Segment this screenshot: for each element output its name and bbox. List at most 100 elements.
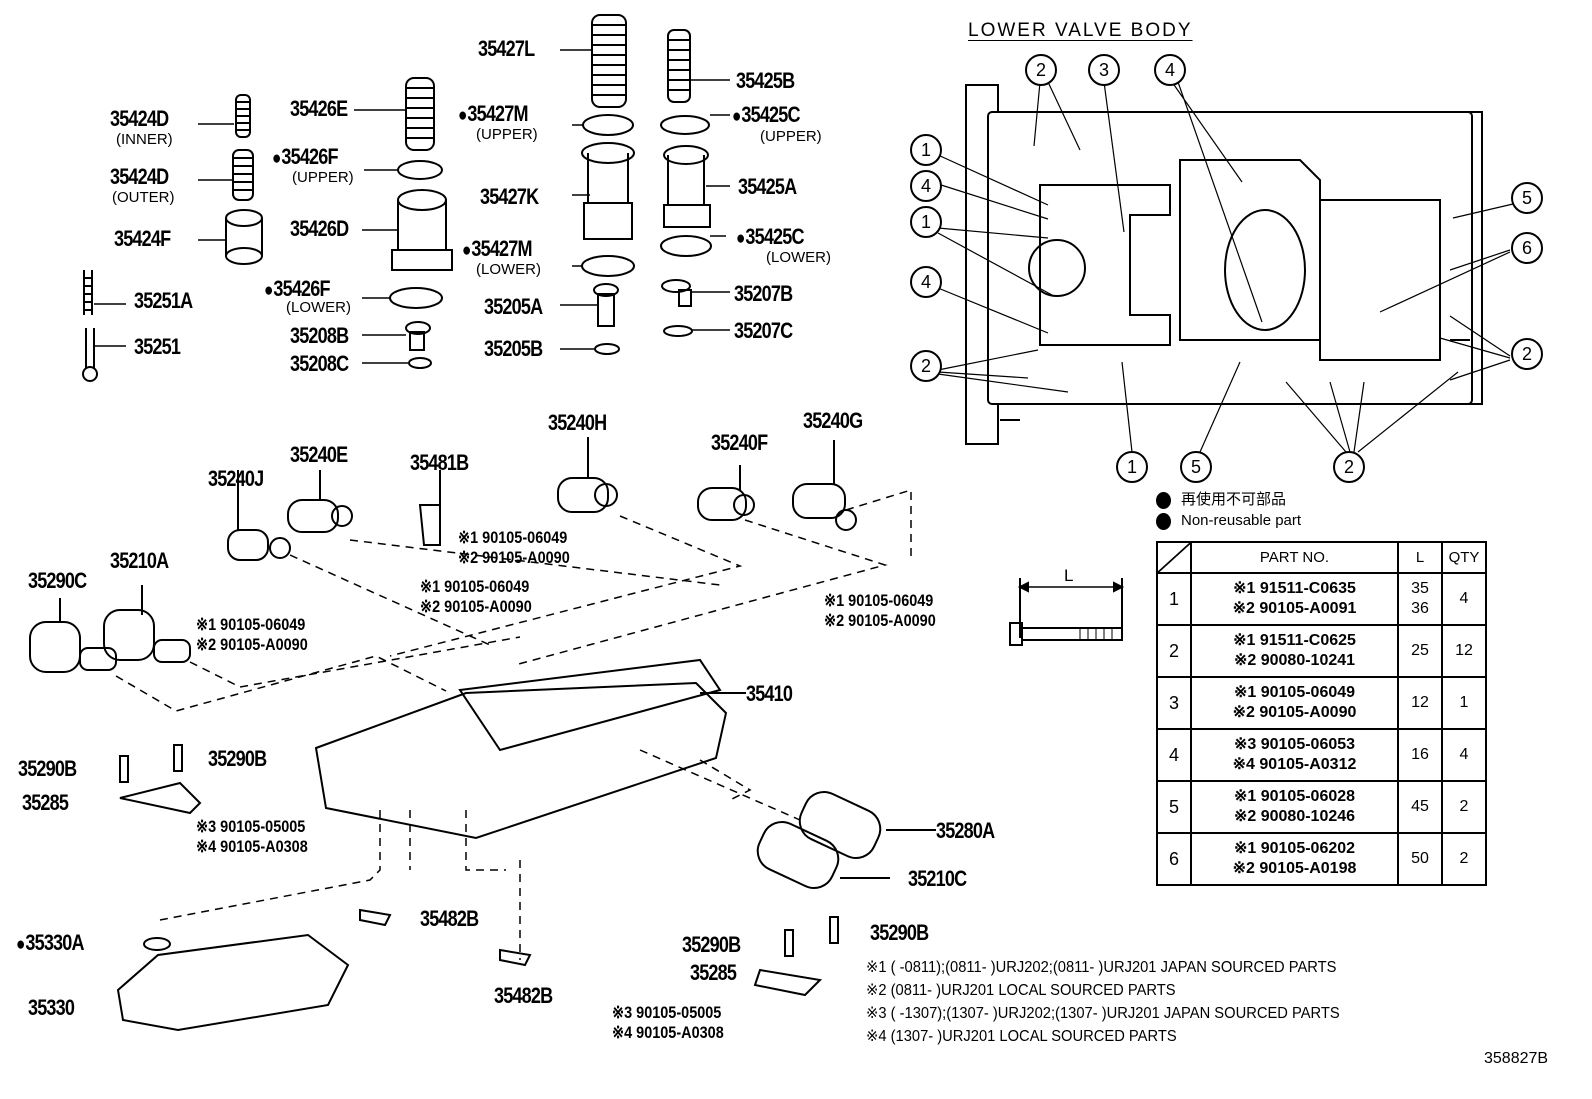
part-label-35285-b[interactable]: 35285 xyxy=(690,960,737,985)
part-label-35285-a[interactable]: 35285 xyxy=(22,790,69,815)
part-label-35424F[interactable]: 35424F xyxy=(114,226,171,251)
part-note-upper: (UPPER) xyxy=(476,126,538,143)
part-label-35280A[interactable]: 35280A xyxy=(936,818,995,843)
bolt-part-line: ※3 90105-05005 xyxy=(612,1003,722,1022)
part-label-35251A[interactable]: 35251A xyxy=(134,288,193,313)
part-label-35205B[interactable]: 35205B xyxy=(484,336,543,361)
table-row[interactable]: 3 ※1 90105-06049※2 90105-A0090 12 1 xyxy=(1156,676,1487,730)
callout-circle[interactable]: 5 xyxy=(1511,182,1543,214)
part-label-35427M-lower[interactable]: 35427M xyxy=(462,238,532,260)
clip-35482B-a xyxy=(359,908,392,927)
callout-circle[interactable]: 4 xyxy=(910,170,942,202)
part-label-35205A[interactable]: 35205A xyxy=(484,294,543,319)
callout-circle[interactable]: 5 xyxy=(1180,451,1212,483)
part-label-35424D-outer[interactable]: 35424D xyxy=(110,164,169,189)
part-label-35208C[interactable]: 35208C xyxy=(290,351,349,376)
part-label-35251[interactable]: 35251 xyxy=(134,334,181,359)
part-label-35425C-lower[interactable]: 35425C xyxy=(736,226,804,248)
part-label-35427M-upper[interactable]: 35427M xyxy=(458,103,528,125)
table-row[interactable]: 4 ※3 90105-06053※4 90105-A0312 16 4 xyxy=(1156,728,1487,782)
bolt-callout[interactable]: ※1 90105-06049 ※2 90105-A0090 xyxy=(458,528,570,568)
bolt-callout[interactable]: ※1 90105-06049 ※2 90105-A0090 xyxy=(196,615,308,655)
part-label-35290C[interactable]: 35290C xyxy=(28,568,87,593)
part-label-35207B[interactable]: 35207B xyxy=(734,281,793,306)
callout-circle[interactable]: 1 xyxy=(910,134,942,166)
part-label-35290B-b[interactable]: 35290B xyxy=(208,746,267,771)
bolt-callout[interactable]: ※3 90105-05005 ※4 90105-A0308 xyxy=(196,817,308,857)
table-row[interactable]: 5 ※1 90105-06028※2 90080-10246 45 2 xyxy=(1156,780,1487,834)
part-note-upper: (UPPER) xyxy=(292,169,354,186)
callout-circle[interactable]: 1 xyxy=(910,206,942,238)
bolt-callout[interactable]: ※1 90105-06049 ※2 90105-A0090 xyxy=(824,591,936,631)
bolt-part-line: ※3 90105-05005 xyxy=(196,817,306,836)
oring-35207C xyxy=(663,325,693,337)
part-label-35425B[interactable]: 35425B xyxy=(736,68,795,93)
table-row[interactable]: 6 ※1 90105-06202※2 90105-A0198 50 2 xyxy=(1156,832,1487,886)
part-label-35207C[interactable]: 35207C xyxy=(734,318,793,343)
part-note-lower: (LOWER) xyxy=(476,261,541,278)
table-row[interactable]: 2 ※1 91511-C0625※2 90080-10241 25 12 xyxy=(1156,624,1487,678)
legend-text: 再使用不可部品 xyxy=(1181,491,1287,508)
part-label-35290B-d[interactable]: 35290B xyxy=(870,920,929,945)
part-label-35240E[interactable]: 35240E xyxy=(290,442,348,467)
part-label-35424D-inner[interactable]: 35424D xyxy=(110,106,169,131)
callout-circle[interactable]: 6 xyxy=(1511,232,1543,264)
part-label-35426F-lower[interactable]: 35426F xyxy=(264,278,330,300)
part-label-35482B-a[interactable]: 35482B xyxy=(420,906,479,931)
oil-strainer-35330 xyxy=(116,933,350,1032)
bolt-part-line: ※1 90105-06049 xyxy=(458,528,568,547)
solenoid-35240J xyxy=(227,470,291,561)
part-label-35410[interactable]: 35410 xyxy=(746,681,793,706)
oring-35425C-upper xyxy=(660,115,710,135)
clip-35482B-b xyxy=(499,948,532,967)
bolt-callout[interactable]: ※1 90105-06049 ※2 90105-A0090 xyxy=(420,577,532,617)
part-numbers: ※1 91511-C0635※2 90105-A0091 xyxy=(1190,572,1399,626)
callout-circle[interactable]: 3 xyxy=(1088,54,1120,86)
valve-35251 xyxy=(82,328,98,382)
callout-circle[interactable]: 2 xyxy=(1511,338,1543,370)
callout-circle[interactable]: 4 xyxy=(1154,54,1186,86)
part-label-35210A[interactable]: 35210A xyxy=(110,548,169,573)
part-label-35290B-c[interactable]: 35290B xyxy=(682,932,741,957)
quantity: 2 xyxy=(1441,780,1487,834)
part-label-35240F[interactable]: 35240F xyxy=(711,430,768,455)
part-label-35210C[interactable]: 35210C xyxy=(908,866,967,891)
dimension-label: L xyxy=(1064,566,1074,585)
part-label-35425A[interactable]: 35425A xyxy=(738,174,797,199)
part-label-35426E[interactable]: 35426E xyxy=(290,96,348,121)
part-label-35427K[interactable]: 35427K xyxy=(480,184,539,209)
part-label-35427L[interactable]: 35427L xyxy=(478,36,535,61)
part-label-35208B[interactable]: 35208B xyxy=(290,323,349,348)
callout-circle[interactable]: 4 xyxy=(910,266,942,298)
oring-35426F-upper xyxy=(397,160,443,180)
callout-circle[interactable]: 2 xyxy=(1025,54,1057,86)
part-label-35481B[interactable]: 35481B xyxy=(410,450,469,475)
sleeve-35427K xyxy=(581,142,635,240)
part-label-35426F-upper[interactable]: 35426F xyxy=(272,146,338,168)
part-label-35426D[interactable]: 35426D xyxy=(290,216,349,241)
bolt-part-line: ※4 90105-A0308 xyxy=(196,837,308,857)
part-label-35240J[interactable]: 35240J xyxy=(208,466,264,491)
valve-body-35410 xyxy=(314,658,746,840)
part-label-35482B-b[interactable]: 35482B xyxy=(494,983,553,1008)
callout-circle[interactable]: 1 xyxy=(1116,451,1148,483)
length: 12 xyxy=(1397,676,1443,730)
part-label-35330A[interactable]: 35330A xyxy=(16,932,84,954)
bolt-parts-table: PART NO. L QTY 1 ※1 91511-C0635※2 90105-… xyxy=(1156,541,1487,886)
part-label-35240G[interactable]: 35240G xyxy=(803,408,863,433)
part-label-35425C-upper[interactable]: 35425C xyxy=(732,104,800,126)
oring-35427M-lower xyxy=(581,255,635,277)
part-label-35330[interactable]: 35330 xyxy=(28,995,75,1020)
bolt-dimension-figure xyxy=(1009,578,1125,646)
bolt-callout[interactable]: ※3 90105-05005 ※4 90105-A0308 xyxy=(612,1003,724,1043)
part-label-35240H[interactable]: 35240H xyxy=(548,410,607,435)
callout-circle[interactable]: 2 xyxy=(910,350,942,382)
part-label-35290B-a[interactable]: 35290B xyxy=(18,756,77,781)
row-number: 2 xyxy=(1156,624,1192,678)
oring-35427M-upper xyxy=(582,114,634,136)
lvb-callout-leaders xyxy=(937,81,1514,453)
oring-35425C-lower xyxy=(660,235,712,257)
legend-non-reusable-en: Non-reusable part xyxy=(1156,512,1301,530)
callout-circle[interactable]: 2 xyxy=(1333,451,1365,483)
